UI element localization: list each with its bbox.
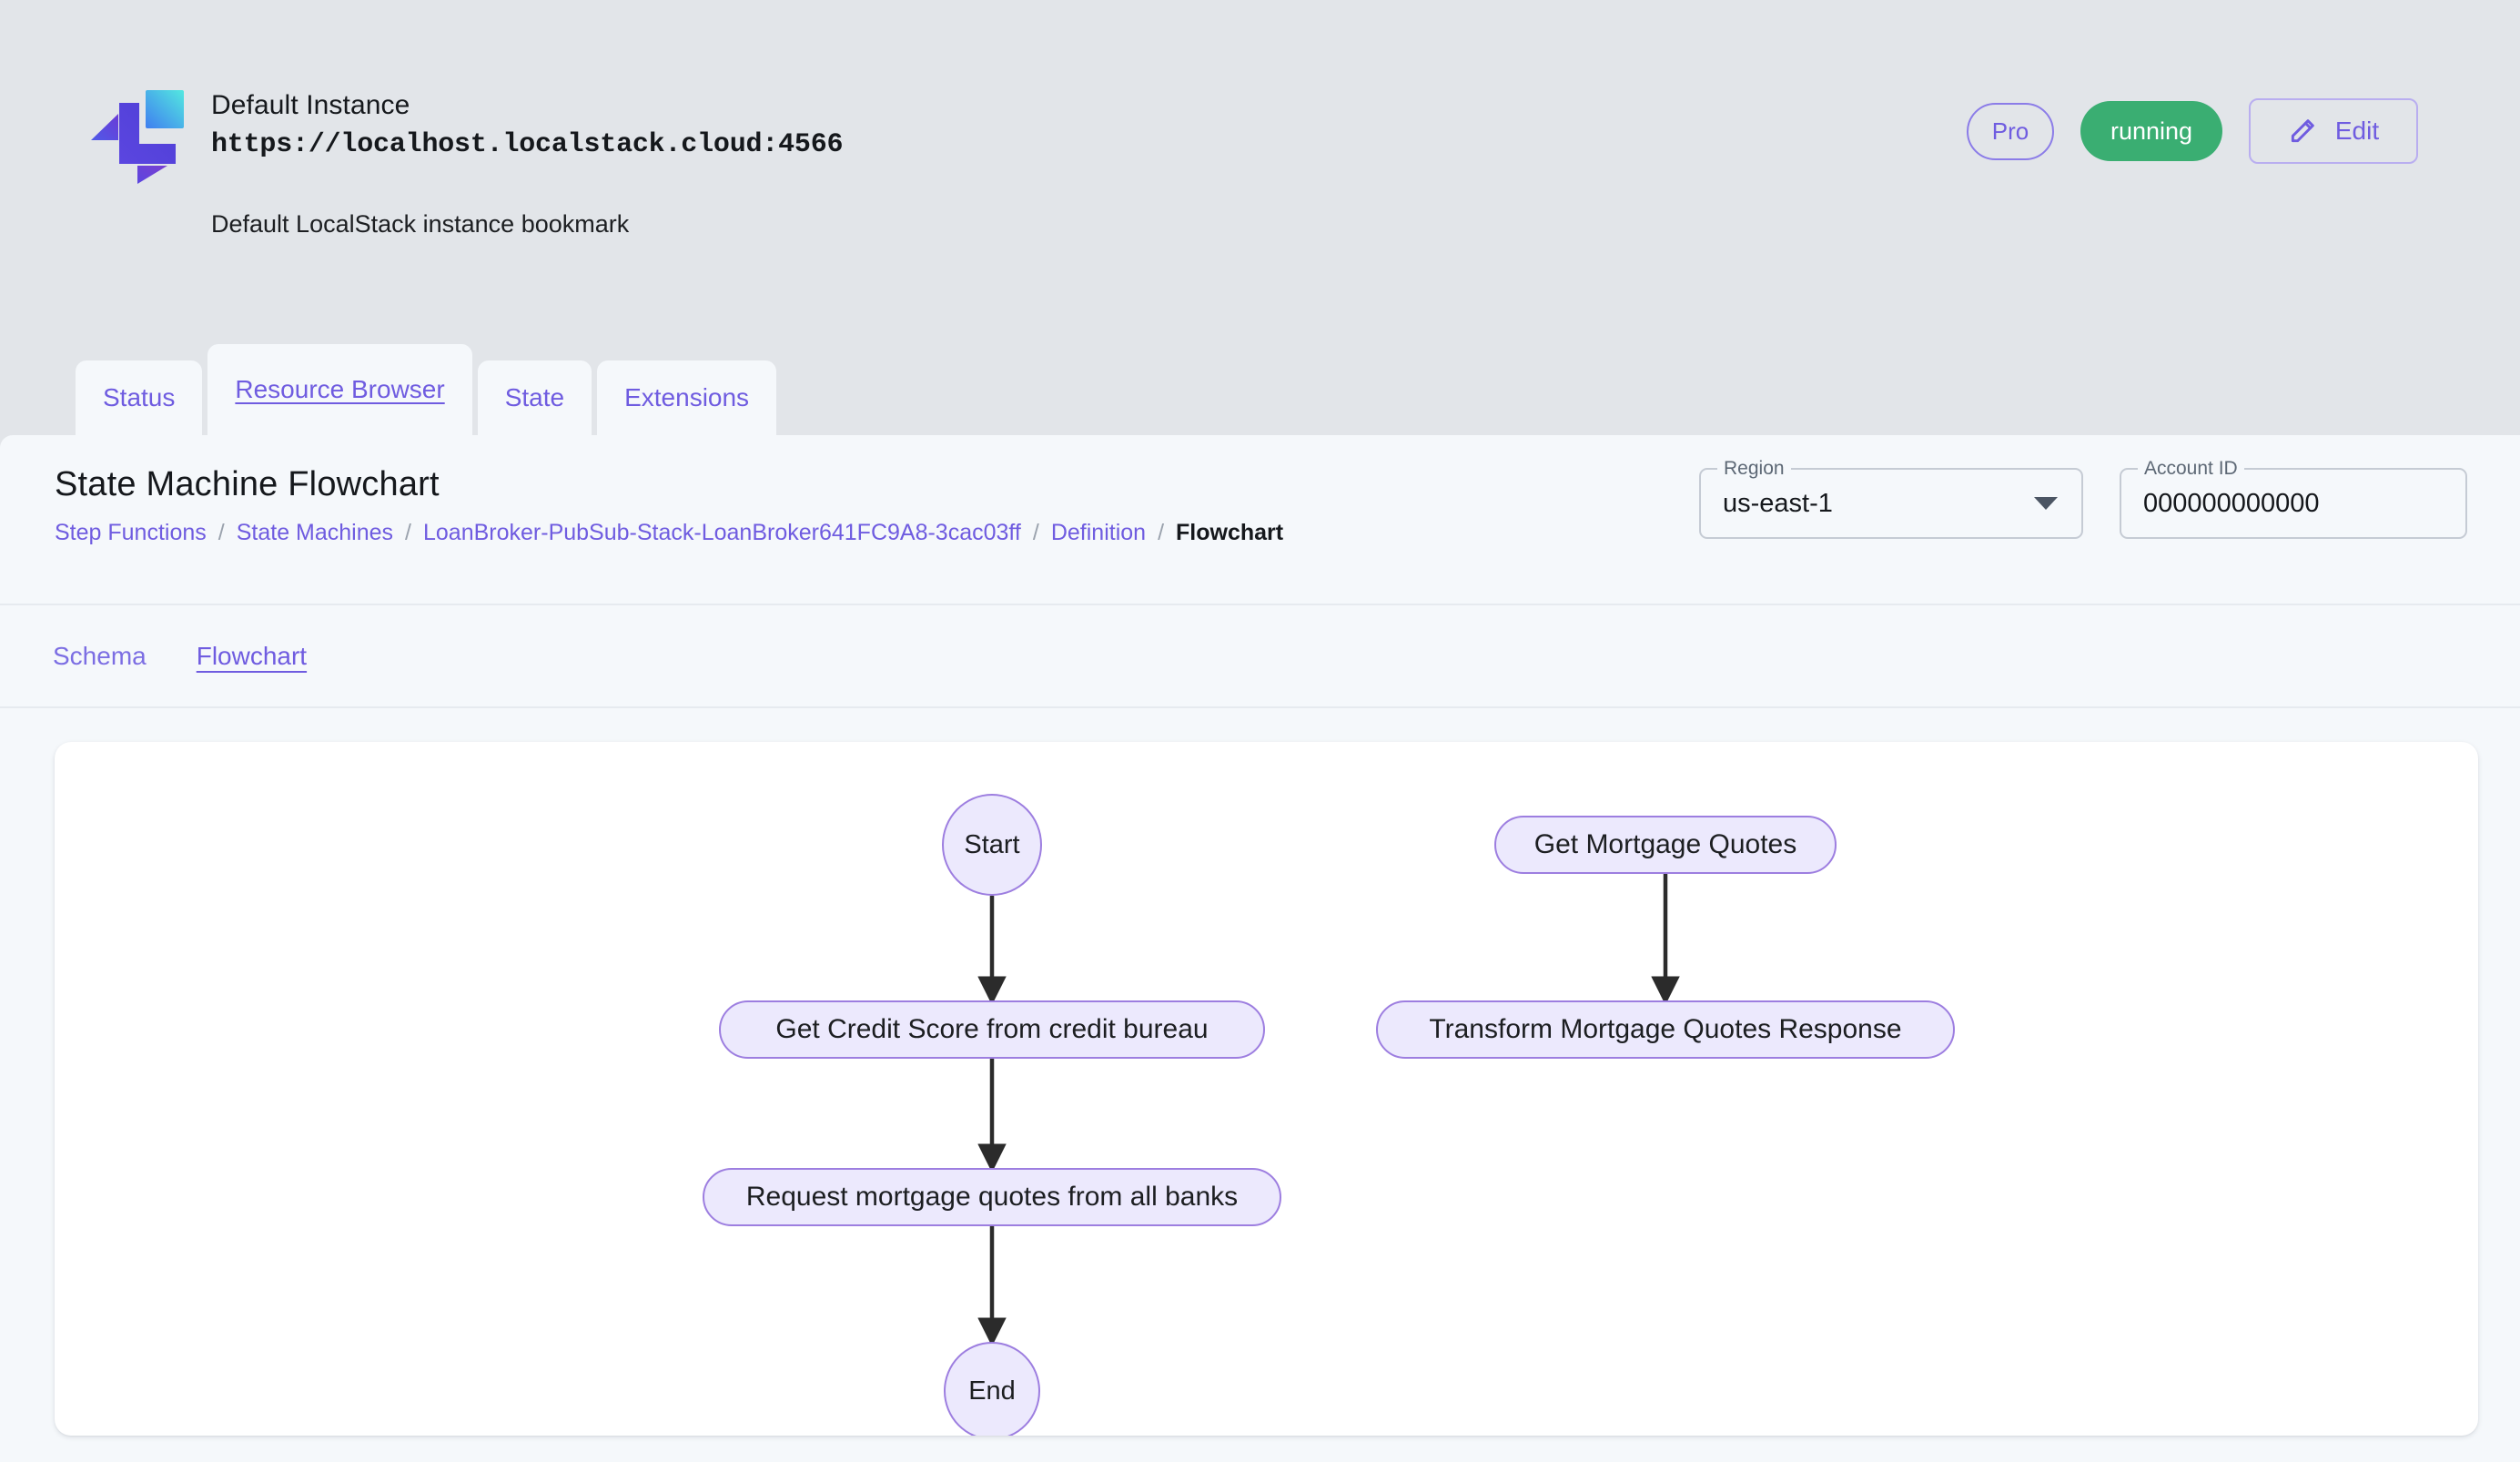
page-header: State Machine Flowchart Step Functions /… <box>0 435 2520 605</box>
breadcrumb-separator: / <box>405 520 411 545</box>
instance-name: Default Instance <box>211 90 410 120</box>
account-id-label: Account ID <box>2138 457 2244 481</box>
flow-node-get-credit-score[interactable]: Get Credit Score from credit bureau <box>719 1000 1265 1059</box>
flow-node-end[interactable]: End <box>944 1342 1040 1436</box>
flow-node-get-mortgage-quotes[interactable]: Get Mortgage Quotes <box>1494 816 1837 874</box>
edit-button[interactable]: Edit <box>2249 98 2418 164</box>
breadcrumb-item-flowchart: Flowchart <box>1176 520 1284 545</box>
scope-selectors: Region us-east-1 Account ID 000000000000 <box>1699 457 2467 539</box>
account-id-field[interactable]: Account ID 000000000000 <box>2120 457 2467 539</box>
region-value: us-east-1 <box>1723 488 1833 518</box>
breadcrumb-item-state-machine-name[interactable]: LoanBroker-PubSub-Stack-LoanBroker641FC9… <box>423 520 1021 545</box>
chevron-down-icon[interactable] <box>2034 497 2058 510</box>
pro-badge[interactable]: Pro <box>1967 102 2054 160</box>
tab-extensions[interactable]: Extensions <box>597 360 777 435</box>
subtab-schema[interactable]: Schema <box>53 641 147 670</box>
tab-resource-browser[interactable]: Resource Browser <box>207 344 472 435</box>
breadcrumb-separator: / <box>218 520 225 545</box>
edit-button-label: Edit <box>2334 117 2380 145</box>
flow-node-request-mortgage-quotes[interactable]: Request mortgage quotes from all banks <box>703 1168 1281 1226</box>
flowchart-canvas: Start Get Credit Score from credit burea… <box>55 742 2478 1436</box>
tab-state[interactable]: State <box>477 360 592 435</box>
page-title: State Machine Flowchart <box>55 465 440 503</box>
localstack-logo-icon <box>89 86 189 186</box>
main-panel: State Machine Flowchart Step Functions /… <box>0 435 2520 1462</box>
breadcrumb-separator: / <box>1032 520 1039 545</box>
region-select[interactable]: Region us-east-1 <box>1699 457 2083 539</box>
flow-node-start[interactable]: Start <box>942 794 1042 896</box>
breadcrumb-item-definition[interactable]: Definition <box>1050 520 1147 545</box>
instance-endpoint: https://localhost.localstack.cloud:4566 <box>211 129 844 160</box>
instance-identity: Default Instance https://localhost.local… <box>89 82 844 240</box>
flowchart-card: Start Get Credit Score from credit burea… <box>55 742 2478 1436</box>
tab-status[interactable]: Status <box>76 360 203 435</box>
region-label: Region <box>1717 457 1791 481</box>
flowchart-edges <box>977 874 1680 1347</box>
breadcrumb-separator: / <box>1158 520 1165 545</box>
breadcrumb-item-step-functions[interactable]: Step Functions <box>55 520 207 545</box>
account-id-value: 000000000000 <box>2143 488 2320 518</box>
instance-actions: Pro running Edit <box>1967 98 2418 164</box>
instance-tabs: Status Resource Browser State Extensions <box>0 344 2520 435</box>
view-subtabs: Schema Flowchart <box>0 605 2520 708</box>
status-badge: running <box>2080 101 2222 161</box>
breadcrumb-item-state-machines[interactable]: State Machines <box>236 520 394 545</box>
instance-text: Default Instance https://localhost.local… <box>211 82 844 240</box>
subtab-flowchart[interactable]: Flowchart <box>196 641 308 670</box>
breadcrumb: Step Functions / State Machines / LoanBr… <box>55 520 1283 546</box>
instance-description: Default LocalStack instance bookmark <box>211 210 630 238</box>
pencil-icon <box>2288 117 2317 146</box>
flow-node-transform-mortgage-quotes-response[interactable]: Transform Mortgage Quotes Response <box>1376 1000 1955 1059</box>
